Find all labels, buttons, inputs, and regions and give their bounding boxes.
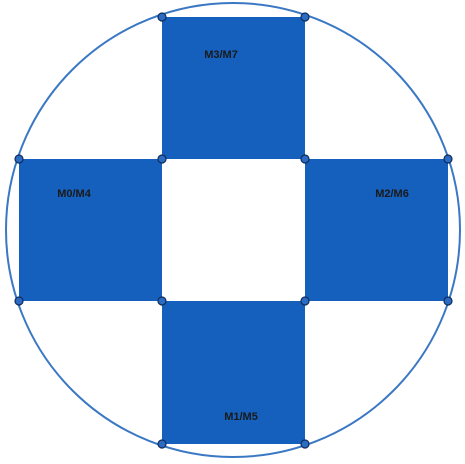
square-right: [305, 159, 448, 301]
vertex-point: [157, 439, 167, 449]
center-square: [162, 159, 305, 301]
vertex-point: [157, 154, 167, 164]
vertex-point: [157, 296, 167, 306]
label-right: M2/M6: [375, 188, 409, 200]
vertex-point: [300, 12, 310, 22]
square-top: [162, 17, 305, 159]
vertex-point: [14, 154, 24, 164]
vertex-point: [300, 296, 310, 306]
vertex-point: [443, 296, 453, 306]
bounding-circle: [5, 2, 461, 458]
label-left: M0/M4: [57, 188, 92, 200]
vertex-group: [14, 12, 453, 449]
vertex-point: [300, 439, 310, 449]
label-bottom: M1/M5: [224, 411, 258, 423]
square-bottom: [162, 301, 305, 444]
vertex-point: [14, 296, 24, 306]
vertex-point: [157, 12, 167, 22]
square-left: [19, 159, 162, 301]
label-top: M3/M7: [204, 49, 238, 61]
vertex-point: [443, 154, 453, 164]
vertex-point: [300, 154, 310, 164]
